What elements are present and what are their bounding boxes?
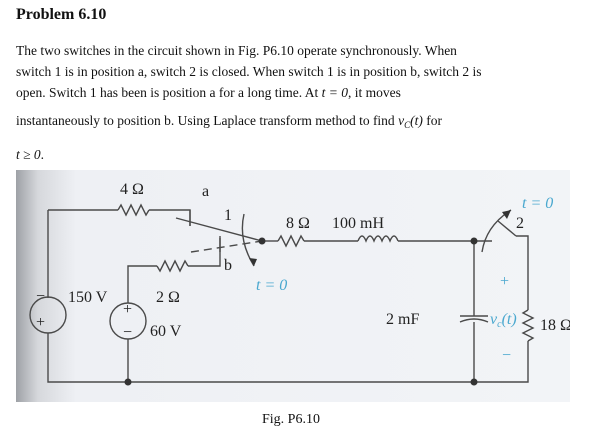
math-sub: C <box>404 120 411 130</box>
switch2-arrowhead <box>502 210 511 219</box>
label-pos-a: a <box>202 183 209 200</box>
label-vc: vc(t) <box>490 311 517 330</box>
text-span: for <box>422 113 442 128</box>
switch1-arrowhead <box>249 258 257 266</box>
resistor-2ohm <box>156 259 189 273</box>
source2-minus: − <box>123 324 132 341</box>
text-span: open. Switch 1 has been is position a fo… <box>16 85 322 100</box>
figure-caption: Fig. P6.10 <box>262 412 320 427</box>
problem-text-block: The two switches in the circuit shown in… <box>16 40 482 103</box>
label-t0-switch2: t = 0 <box>522 195 553 212</box>
switch1-arc <box>241 213 255 267</box>
label-100mh: 100 mH <box>332 215 384 232</box>
switch1-blade <box>175 217 263 242</box>
math-vc: vC(t) <box>398 113 423 130</box>
node-dot <box>124 378 132 386</box>
node-dot <box>258 237 266 245</box>
resistor-8ohm <box>277 234 305 248</box>
source1-minus: − <box>36 288 45 305</box>
problem-text-line: open. Switch 1 has been is position a fo… <box>16 82 482 103</box>
resistor-18ohm <box>521 309 535 342</box>
math-t-equals-0: t = 0 <box>321 85 348 100</box>
label-vc-minus: − <box>502 347 511 364</box>
switch2-blade-line <box>497 220 517 237</box>
label-150v: 150 V <box>68 289 108 306</box>
source2-plus: + <box>123 301 132 318</box>
math-arg: (t) <box>410 113 423 128</box>
label-vc-plus: + <box>500 273 509 290</box>
circuit-diagram: 4 Ω a 1 b t = 0 8 Ω 100 mH t = 0 2 150 V… <box>29 181 570 386</box>
label-4ohm: 4 Ω <box>120 181 144 198</box>
label-2ohm: 2 Ω <box>156 289 180 306</box>
capacitor-bottom-plate <box>459 318 489 323</box>
label-2mf: 2 mF <box>386 311 419 328</box>
label-switch1: 1 <box>224 207 232 224</box>
label-switch2: 2 <box>516 215 524 232</box>
circuit-figure: 4 Ω a 1 b t = 0 8 Ω 100 mH t = 0 2 150 V… <box>16 170 570 402</box>
problem-text-line: switch 1 is in position a, switch 2 is c… <box>16 64 482 79</box>
text-span: . <box>40 147 45 162</box>
problem-text-line: t ≥ 0. <box>16 144 44 165</box>
label-t0-switch1: t = 0 <box>256 277 287 294</box>
source1-plus: + <box>36 314 45 331</box>
label-60v: 60 V <box>150 323 182 340</box>
wire-switch2-right <box>516 235 529 310</box>
wire-to-a <box>149 209 191 226</box>
problem-text-line: The two switches in the circuit shown in… <box>16 43 457 58</box>
resistor-4ohm <box>117 203 150 217</box>
inductor-100mh <box>357 235 399 243</box>
problem-title: Problem 6.10 <box>16 6 107 23</box>
problem-text-line: instantaneously to position b. Using Lap… <box>16 110 442 136</box>
math-t-geq-0: t ≥ 0 <box>16 147 41 162</box>
math-v: v <box>398 113 405 128</box>
node-dot <box>470 378 478 386</box>
label-18ohm: 18 Ω <box>540 317 570 334</box>
wire-18ohm-bottom <box>474 341 529 383</box>
text-span: instantaneously to position b. Using Lap… <box>16 113 399 128</box>
wire-bottom <box>47 333 474 383</box>
text-span: , it moves <box>347 85 401 100</box>
switch1-b-dashed <box>190 240 263 253</box>
wire-2ohm-left <box>127 265 157 303</box>
node-dot <box>470 237 478 245</box>
label-pos-b: b <box>224 257 232 274</box>
label-8ohm: 8 Ω <box>286 215 310 232</box>
